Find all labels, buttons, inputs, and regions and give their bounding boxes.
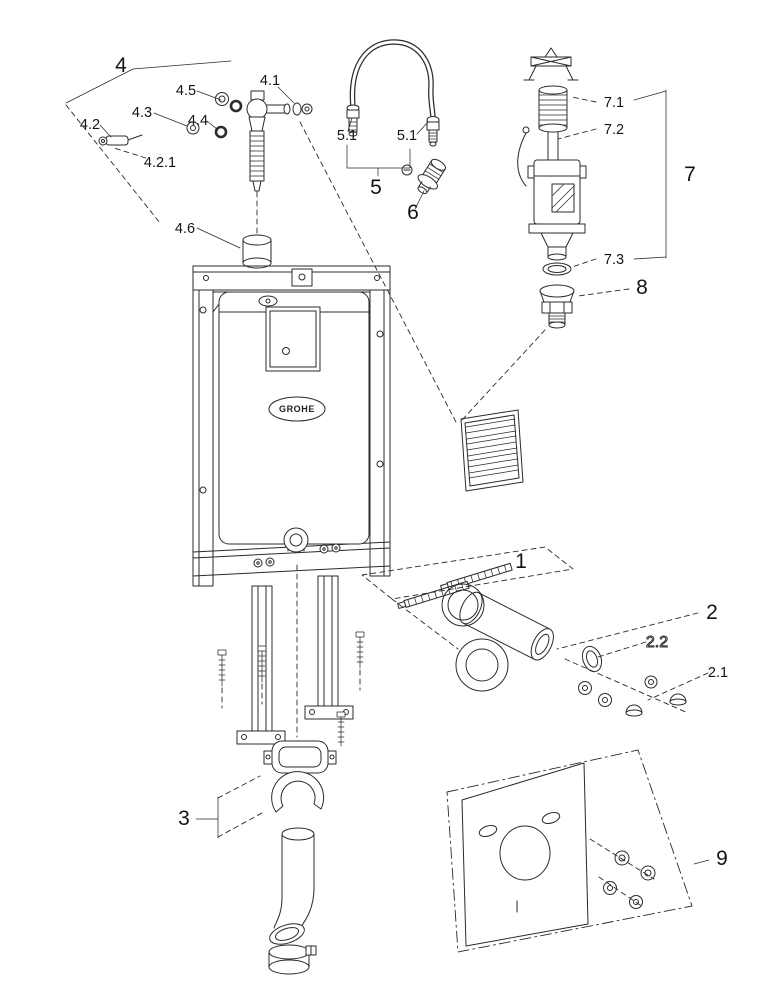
connection-valve-part6 — [401, 158, 446, 195]
insulation-panel — [461, 762, 589, 947]
flush-valve-part7 — [517, 47, 587, 276]
pipe-clamp-part3 — [263, 740, 337, 813]
sound-insulation-part9 — [461, 762, 656, 947]
washer-4-5 — [215, 92, 229, 106]
outlet-elbow-pipe — [268, 827, 317, 975]
callout-labels: 4 4.5 4.1 4.3 4.4 4.2 4.2.1 4.6 5.1 5.1 … — [80, 54, 728, 870]
callout-7-2: 7.2 — [604, 122, 624, 138]
callout-6: 6 — [407, 201, 419, 224]
anchor-bolts — [217, 631, 365, 747]
callout-7-1: 7.1 — [604, 95, 624, 111]
ring-2-2 — [581, 645, 603, 673]
cistern-tank — [218, 291, 370, 553]
float-arm-4-2 — [98, 134, 143, 146]
frame-leg-right — [317, 575, 339, 713]
installation-frame — [192, 265, 391, 745]
callout-leader-lines — [65, 60, 710, 865]
inspection-window — [265, 306, 321, 372]
callout-2-2: 2.2 — [646, 634, 668, 651]
callout-8: 8 — [636, 276, 648, 299]
callout-4-6: 4.6 — [175, 221, 195, 237]
outlet-connector-part8 — [539, 284, 575, 329]
callout-5-1b: 5.1 — [397, 128, 417, 144]
shank-cylinder-4-6 — [242, 234, 272, 269]
callout-7-3: 7.3 — [604, 252, 624, 268]
seal-ring-7-3 — [542, 262, 572, 276]
mounting-fasteners — [603, 850, 656, 909]
grohe-logo-text: GROHE — [279, 404, 315, 414]
wire-hook-7-2 — [522, 126, 530, 134]
callout-2-1: 2.1 — [708, 665, 728, 681]
foot-plate-right — [304, 705, 354, 720]
callout-3: 3 — [178, 807, 190, 830]
callout-5-1a: 5.1 — [337, 128, 357, 144]
flush-pipe — [459, 591, 554, 661]
part9-boundary — [446, 749, 693, 953]
grohe-logo-oval — [268, 396, 326, 422]
fastener-set-2-1 — [578, 675, 687, 717]
access-panel-cover — [460, 409, 524, 492]
hose-nut-right — [426, 121, 440, 131]
foot-plate-left — [236, 730, 286, 745]
valve-body — [533, 159, 581, 225]
hose-clamp-sleeve — [268, 944, 317, 975]
callout-4-5: 4.5 — [176, 83, 196, 99]
callout-9: 9 — [716, 847, 728, 870]
callout-2: 2 — [706, 601, 718, 624]
callout-4-2-1: 4.2.1 — [144, 155, 176, 171]
callout-1: 1 — [515, 550, 527, 573]
nut-4-3 — [186, 121, 200, 135]
side-fitting-4-1 — [292, 102, 302, 116]
hose-nut-left — [346, 109, 360, 119]
collar-ring — [441, 583, 485, 627]
callout-4: 4 — [115, 54, 127, 77]
seal-4-4 — [214, 125, 228, 139]
callout-7: 7 — [684, 163, 696, 186]
callout-4-2: 4.2 — [80, 117, 100, 133]
clamp-ring — [271, 771, 325, 813]
seal-gasket — [455, 638, 509, 692]
callout-4-4: 4.4 — [188, 113, 208, 129]
callout-4-3: 4.3 — [132, 105, 152, 121]
threaded-rods-part1 — [397, 562, 513, 609]
flush-outlet-flange — [283, 527, 309, 553]
assembly-reference-lines — [65, 96, 709, 953]
callout-4-1: 4.1 — [260, 73, 280, 89]
callout-5: 5 — [370, 176, 382, 199]
screw-4-2-1 — [98, 136, 108, 146]
supply-hose-part5 — [346, 39, 440, 147]
flush-pipe-set-part2 — [441, 583, 687, 717]
